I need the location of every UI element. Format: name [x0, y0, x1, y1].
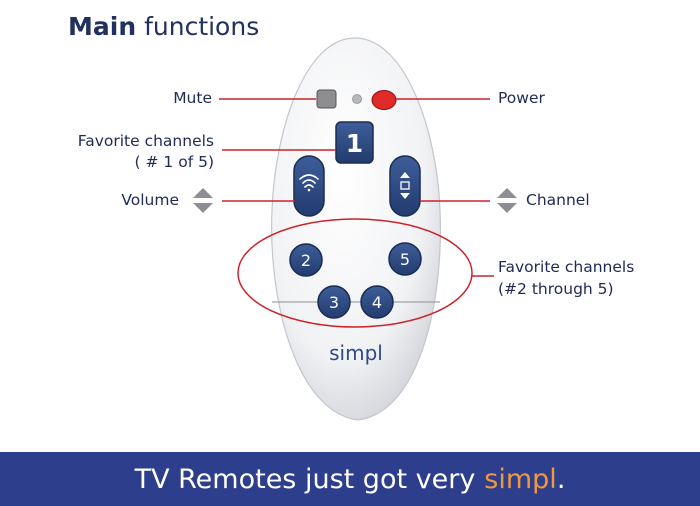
fav1-label-line2: ( # 1 of 5)	[134, 153, 214, 171]
favorites-multi-label-line2: (#2 through 5)	[498, 280, 614, 298]
fav2-button[interactable]: 2	[289, 243, 323, 277]
fav3-button[interactable]: 3	[317, 285, 351, 319]
volume-label: Volume	[121, 191, 179, 209]
favorites-multi-label-line1: Favorite channels	[498, 258, 635, 276]
banner-text: TV Remotes just got very	[134, 463, 476, 495]
mute-label: Mute	[173, 89, 212, 107]
power-label: Power	[498, 89, 545, 107]
banner-brand: simpl	[484, 463, 557, 495]
indicator-led	[352, 94, 362, 104]
footer-banner: TV Remotes just got very simpl .	[0, 452, 700, 506]
power-button[interactable]	[371, 90, 397, 110]
channel-updown-icon	[400, 172, 410, 199]
favorites-callout-ellipse	[237, 218, 473, 328]
fav1-button[interactable]: 1	[335, 121, 374, 164]
fav3-label: 3	[329, 293, 339, 312]
channel-label: Channel	[526, 191, 590, 209]
fav1-label: 1	[346, 129, 363, 158]
volume-button[interactable]	[293, 155, 325, 217]
page-title: Main functions	[68, 12, 259, 41]
remote-diagram: 1 2 5 3 4 simpl	[193, 37, 517, 421]
remote-body	[271, 37, 442, 421]
volume-waves-icon	[299, 174, 319, 192]
fav4-button[interactable]: 4	[360, 285, 394, 319]
title-rest: functions	[144, 12, 260, 41]
banner-period: .	[556, 463, 566, 495]
fav1-label-line1: Favorite channels	[77, 132, 214, 150]
callout-lines	[219, 98, 494, 277]
title-bold: Main	[68, 12, 137, 41]
volume-updown-icon	[193, 188, 213, 213]
fav4-label: 4	[372, 293, 382, 312]
fav5-label: 5	[400, 250, 410, 269]
channel-button[interactable]	[389, 155, 421, 217]
mute-button[interactable]	[316, 89, 337, 109]
channel-updown-label-icon	[497, 188, 517, 213]
remote-brand-logo: simpl	[329, 341, 383, 365]
fav2-label: 2	[301, 251, 311, 270]
fav5-button[interactable]: 5	[388, 242, 422, 276]
